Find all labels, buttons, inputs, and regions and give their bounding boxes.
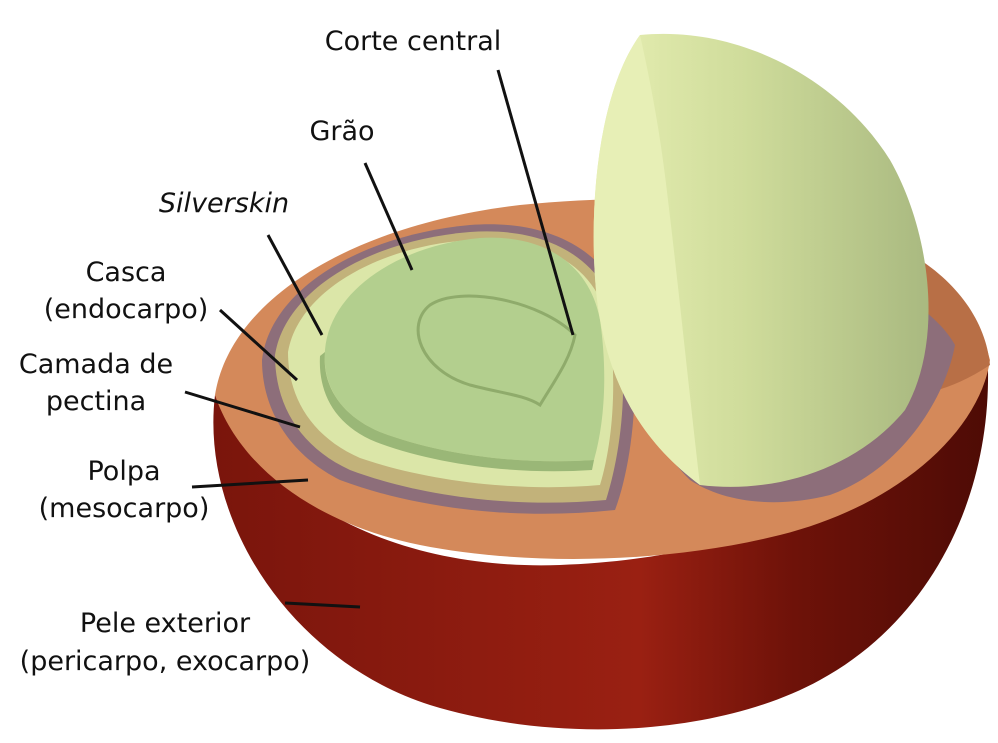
label-silverskin: Silverskin [159, 188, 289, 219]
label-grao: Grão [309, 116, 374, 147]
label-pectina-2: pectina [46, 386, 146, 417]
label-corte-central: Corte central [325, 26, 502, 57]
label-polpa-2: (mesocarpo) [39, 493, 210, 524]
label-casca-1: Casca [86, 257, 167, 288]
label-pele-2: (pericarpo, exocarpo) [20, 646, 311, 677]
label-polpa-1: Polpa [87, 456, 160, 487]
label-pectina-1: Camada de [19, 349, 173, 380]
label-pele-1: Pele exterior [80, 608, 251, 639]
label-casca-2: (endocarpo) [44, 294, 209, 325]
